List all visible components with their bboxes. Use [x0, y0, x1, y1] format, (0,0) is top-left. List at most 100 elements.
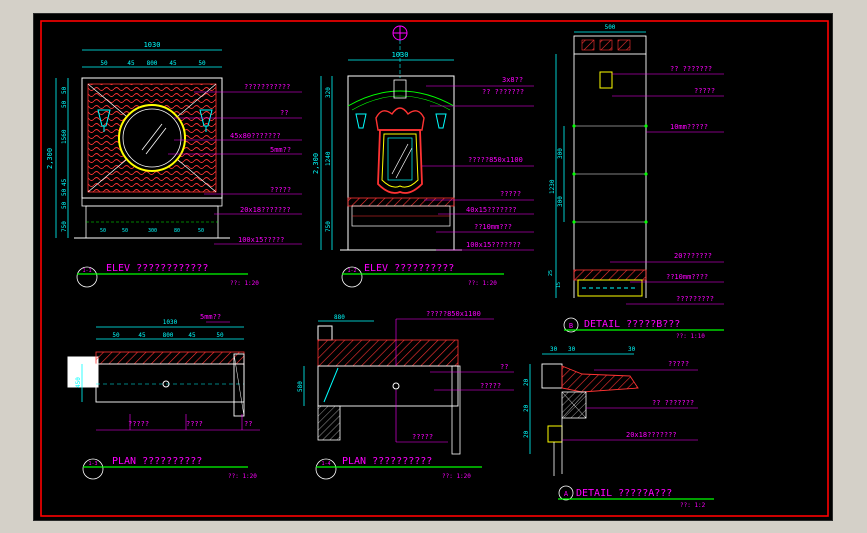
title-bubble — [558, 485, 574, 501]
dim-left-seg: 50 — [61, 100, 68, 108]
callout-text: ????? — [412, 433, 433, 441]
dim-top-seg: 50 — [112, 332, 120, 339]
dim-bottom: 300 — [148, 228, 157, 234]
title-bubble — [82, 458, 104, 480]
callout-text: ??10mm??? — [474, 223, 512, 231]
dim-left-seg: 50 — [61, 86, 68, 94]
detail-a[interactable]: 30 30 30 20 20 20 ????? ?? ??????? 20x18… — [523, 346, 714, 509]
callout-text: 40x15??????? — [466, 206, 517, 214]
title-bubble — [563, 317, 579, 333]
dim-left-seg: 1240 — [325, 151, 332, 166]
ornamental-mirror-icon — [375, 79, 425, 194]
callout-text: ?? ??????? — [670, 65, 712, 73]
elevation-left[interactable]: 1030 50 45 800 45 50 2,300 50 50 1560 45… — [46, 41, 302, 288]
callout-text: ?? — [280, 109, 288, 117]
callout-text: ??????????? — [244, 83, 290, 91]
title-number: 1-4 — [321, 461, 330, 467]
title-bubble — [315, 458, 337, 480]
drawing-title: DETAIL ?????B??? — [584, 319, 680, 330]
dim-top: 30 — [550, 346, 558, 353]
dim-left-seg: 50 — [61, 201, 68, 209]
dim-left-seg: 1230 — [549, 179, 556, 194]
callout-text: ?????850x1100 — [426, 310, 481, 318]
callout-text: ?? ??????? — [652, 399, 694, 407]
dim-left-seg: 300 — [557, 196, 564, 207]
title-number: 1-1 — [82, 268, 91, 274]
callout-text: ????? — [694, 87, 715, 95]
dim-left-overall: 2,300 — [46, 148, 54, 169]
cad-drawing-canvas[interactable]: 1030 50 45 800 45 50 2,300 50 50 1560 45… — [33, 13, 833, 521]
title-number: 1-2 — [347, 268, 356, 274]
dim-bottom: 50 — [198, 228, 204, 234]
drawing-title: PLAN ?????????? — [342, 456, 432, 467]
dim-top-seg: 800 — [163, 332, 174, 339]
title-frame — [40, 20, 829, 517]
dim-top-seg: 50 — [216, 332, 224, 339]
dim-top-overall: 1030 — [163, 319, 178, 326]
callout-text: ?? — [244, 420, 252, 428]
drawing-title: DETAIL ?????A??? — [576, 488, 672, 499]
callout-text: ?? ??????? — [482, 88, 524, 96]
center-mark-icon — [392, 25, 408, 41]
dim-top-seg: 50 — [100, 60, 108, 67]
wall-lamp-icon — [355, 113, 367, 129]
dim-left-seg: 1560 — [61, 129, 68, 144]
dim-left-seg: 750 — [61, 221, 68, 232]
drawing-scale: ??: 1:10 — [676, 333, 705, 340]
dim-top-overall: 1030 — [144, 41, 161, 49]
plan-left[interactable]: 1030 50 45 800 45 50 450 5mm?? ????? ???… — [67, 313, 260, 480]
dim-top: 30 — [628, 346, 636, 353]
dim-bottom: 80 — [174, 228, 180, 234]
dim-left: 20 — [523, 378, 530, 386]
drawing-scale: ??: 1:20 — [468, 280, 497, 287]
callout-text: 5mm?? — [270, 146, 291, 154]
callout-text: 10mm????? — [670, 123, 708, 131]
callout-text: ????? — [128, 420, 149, 428]
dim-left: 20 — [523, 404, 530, 412]
dim-bottom: 50 — [100, 228, 106, 234]
wall-lamp-icon — [435, 113, 447, 129]
dim-top-seg: 50 — [198, 60, 206, 67]
title-number: 1-3 — [88, 461, 97, 467]
dim-bottom: 50 — [122, 228, 128, 234]
title-bubble — [76, 266, 98, 288]
dim-left: 450 — [75, 377, 82, 388]
horizontal-scrollbar[interactable] — [0, 525, 867, 533]
detail-b[interactable]: 500 1230 300 300 25 15 ?? — [548, 24, 724, 340]
callout-text: 3x8?? — [502, 76, 523, 84]
elevation-middle[interactable]: 1030 2,300 320 1240 750 — [312, 25, 534, 288]
callout-text: ????? — [480, 382, 501, 390]
callout-text: 20x18??????? — [626, 431, 677, 439]
callout-text: ?? — [500, 363, 508, 371]
callout-text: 100x15??????? — [466, 241, 521, 249]
dim-left: 20 — [523, 430, 530, 438]
callout-text: ????? — [270, 186, 291, 194]
dim-left-seg: 320 — [325, 87, 332, 98]
callout-text: ??10mm???? — [666, 273, 708, 281]
title-number: A — [564, 490, 569, 498]
dim-left-overall: 2,300 — [312, 153, 320, 174]
drawing-svg: 1030 50 45 800 45 50 2,300 50 50 1560 45… — [40, 20, 829, 517]
drawing-title: ELEV ???????????? — [106, 263, 208, 274]
dim-left-seg: 45 — [61, 178, 68, 186]
dim-top: 500 — [605, 24, 616, 31]
dim-top-seg: 45 — [138, 332, 146, 339]
drawing-scale: ??: 1:20 — [230, 280, 259, 287]
dim-left-seg: 25 — [548, 270, 554, 276]
callout-text: ???? — [186, 420, 203, 428]
title-bubble — [341, 266, 363, 288]
dim-top-overall: 1030 — [392, 51, 409, 59]
dim-top-seg: 45 — [169, 60, 177, 67]
dim-top-seg: 45 — [188, 332, 196, 339]
dim-left-seg: 750 — [325, 221, 332, 232]
callout-text: ?????850x1100 — [468, 156, 523, 164]
dim-top: 30 — [568, 346, 576, 353]
drawing-scale: ??: 1:2 — [680, 502, 706, 509]
round-mirror-icon — [118, 104, 186, 172]
plan-middle[interactable]: 880 580 ?????850x1100 ?? ????? ????? 1-4… — [297, 310, 514, 480]
drawing-scale: ??: 1:20 — [442, 473, 471, 480]
wall-lamp-icon — [97, 109, 111, 132]
callout-text: 100x15????? — [238, 236, 284, 244]
callout-text: 45x80??????? — [230, 132, 281, 140]
callout-text: ????? — [500, 190, 521, 198]
